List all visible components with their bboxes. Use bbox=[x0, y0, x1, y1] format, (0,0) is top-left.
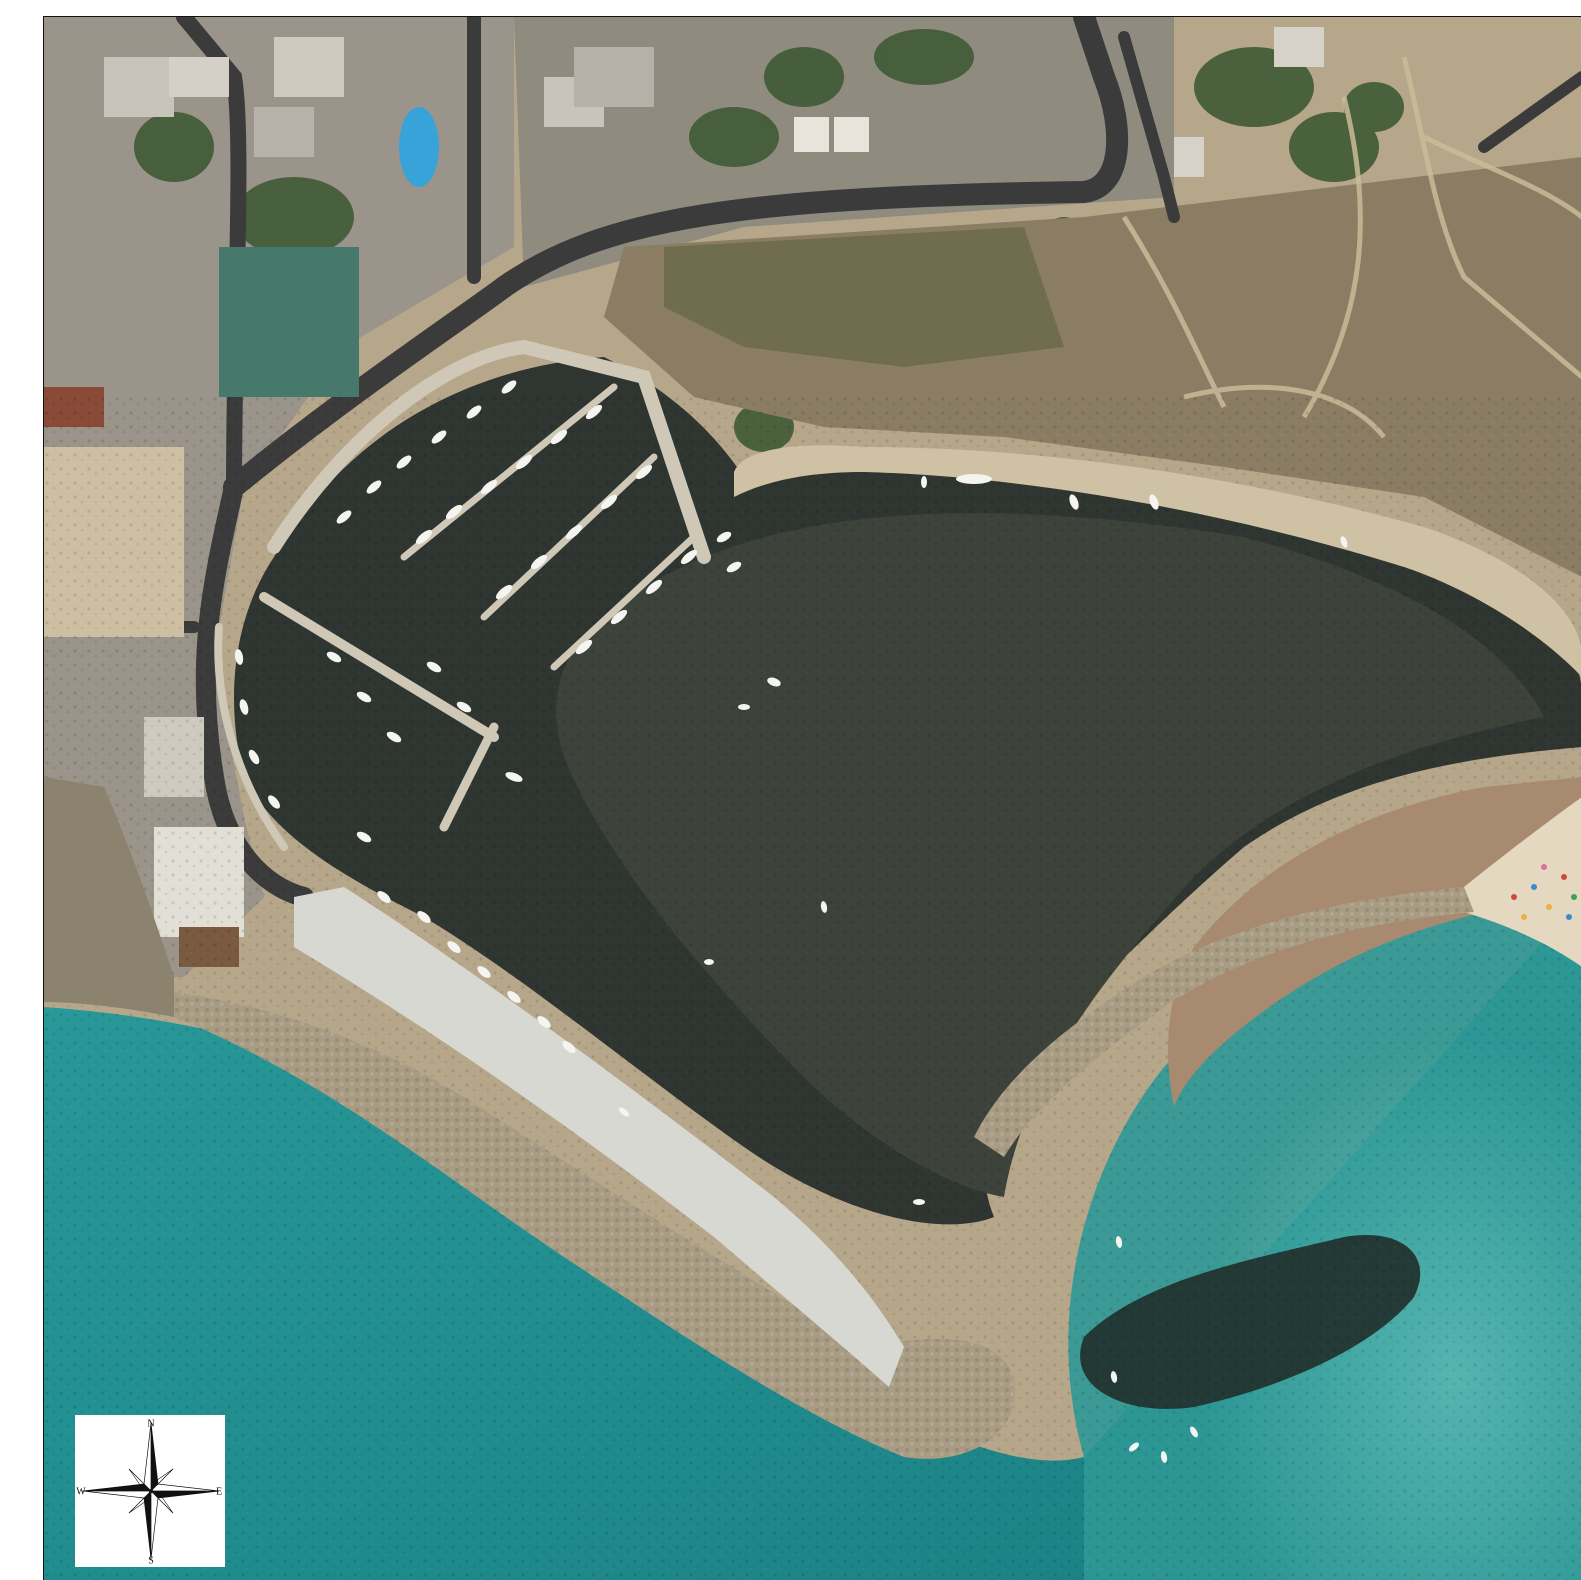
compass-east-label: E bbox=[216, 1486, 222, 1497]
west-shore bbox=[44, 777, 174, 1017]
beach-umbrellas bbox=[1511, 864, 1577, 920]
swimming-pool bbox=[399, 107, 439, 187]
moored-boats bbox=[234, 380, 1348, 1463]
compass-west-label: W bbox=[76, 1486, 86, 1497]
scrub-green bbox=[664, 227, 1064, 367]
aerial-map-drawing bbox=[44, 17, 1581, 1580]
beach-east bbox=[1464, 797, 1581, 967]
compass-south-label: S bbox=[148, 1555, 154, 1566]
sand-spit bbox=[1168, 777, 1581, 1107]
marina-piers bbox=[214, 339, 711, 851]
compass-rose: N S W E bbox=[75, 1415, 225, 1567]
beach-north bbox=[734, 445, 1581, 676]
east-breakwater-rocks bbox=[974, 887, 1474, 1157]
compass-star-icon bbox=[82, 1422, 220, 1560]
compass-north-label: N bbox=[147, 1418, 154, 1429]
aerial-map[interactable]: N S W E bbox=[43, 16, 1581, 1580]
main-breakwater-rocks bbox=[174, 992, 1016, 1459]
quay-road bbox=[294, 887, 904, 1387]
